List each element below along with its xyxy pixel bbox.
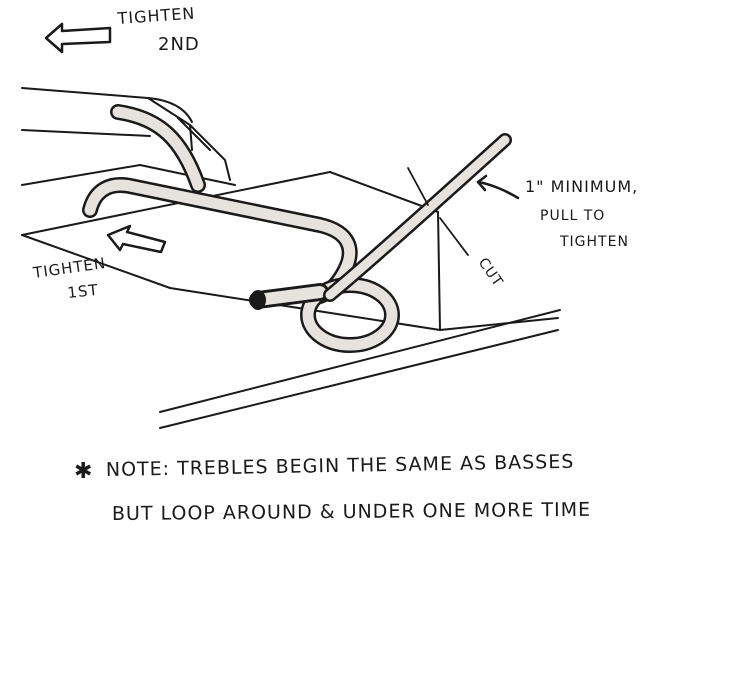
tighten-first-label: TIGHTEN [31, 254, 107, 282]
tighten-first-ordinal: 1ST [67, 281, 100, 302]
cut-line [407, 167, 469, 256]
minimum-label-line1: 1" MINIMUM, [525, 177, 638, 196]
minimum-label-line3: TIGHTEN [559, 234, 629, 250]
note-star-icon: ✱ [74, 459, 93, 484]
note-line-2: BUT LOOP AROUND & UNDER ONE MORE TIME [112, 499, 591, 525]
cut-label: CUT [475, 255, 506, 290]
tighten-first-arrow-icon [106, 224, 167, 254]
tighten-second-label: TIGHTEN [116, 4, 196, 28]
note-line-1: NOTE: TREBLES BEGIN THE SAME AS BASSES [106, 451, 575, 481]
minimum-label-line2: PULL TO [540, 208, 605, 224]
tighten-second-arrow-icon [44, 22, 112, 54]
guitar-string [82, 104, 512, 353]
pull-arrow-icon [476, 174, 520, 200]
hole-icon [250, 290, 266, 310]
tighten-second-ordinal: 2ND [158, 34, 200, 55]
bridge-structure [21, 87, 561, 429]
